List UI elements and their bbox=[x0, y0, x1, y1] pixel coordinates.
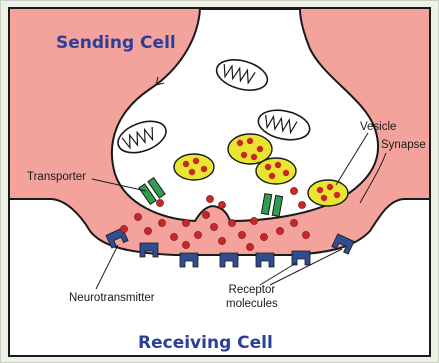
molecule-dot-icon bbox=[228, 219, 235, 226]
molecule-dot-icon bbox=[194, 231, 201, 238]
vesicle-icon bbox=[308, 180, 348, 206]
molecule-dot-icon bbox=[246, 243, 253, 250]
molecule-dot-icon bbox=[134, 213, 141, 220]
molecule-dot-icon bbox=[182, 219, 189, 226]
molecule-dot-icon bbox=[156, 199, 163, 206]
molecule-dot-icon bbox=[218, 237, 225, 244]
molecule-dot-icon bbox=[182, 241, 189, 248]
diagram-panel: Sending Cell Receiving Cell Vesicle Syna… bbox=[8, 7, 431, 357]
molecule-dot-icon bbox=[276, 227, 283, 234]
molecule-dot-icon bbox=[290, 219, 297, 226]
molecule-dot-icon bbox=[206, 195, 213, 202]
receiving-cell-shape bbox=[10, 199, 429, 355]
receptor-label-line1: Receptor bbox=[226, 283, 278, 297]
molecule-dot-icon bbox=[290, 187, 297, 194]
vesicle-icon bbox=[174, 154, 214, 180]
molecule-dot-icon bbox=[158, 219, 165, 226]
molecule-dot-icon bbox=[144, 227, 151, 234]
molecule-dot-icon bbox=[218, 201, 225, 208]
sending-cell-title: Sending Cell bbox=[56, 33, 176, 53]
molecule-dot-icon bbox=[250, 217, 257, 224]
vesicle-icon bbox=[256, 158, 296, 184]
molecule-dot-icon bbox=[260, 233, 267, 240]
receptor-label: Receptor molecules bbox=[226, 283, 278, 311]
vesicle-label: Vesicle bbox=[360, 121, 396, 133]
receiving-cell-title: Receiving Cell bbox=[138, 333, 273, 353]
molecule-dot-icon bbox=[298, 201, 305, 208]
molecule-dot-icon bbox=[210, 223, 217, 230]
receptor-label-line2: molecules bbox=[226, 297, 278, 311]
molecule-dot-icon bbox=[302, 231, 309, 238]
neurotransmitter-label: Neurotransmitter bbox=[69, 292, 155, 304]
molecule-dot-icon bbox=[202, 211, 209, 218]
synapse-label: Synapse bbox=[381, 139, 426, 151]
molecule-dot-icon bbox=[170, 233, 177, 240]
molecule-dot-icon bbox=[238, 231, 245, 238]
molecule-dot-icon bbox=[120, 225, 127, 232]
transporter-label: Transporter bbox=[27, 171, 86, 183]
